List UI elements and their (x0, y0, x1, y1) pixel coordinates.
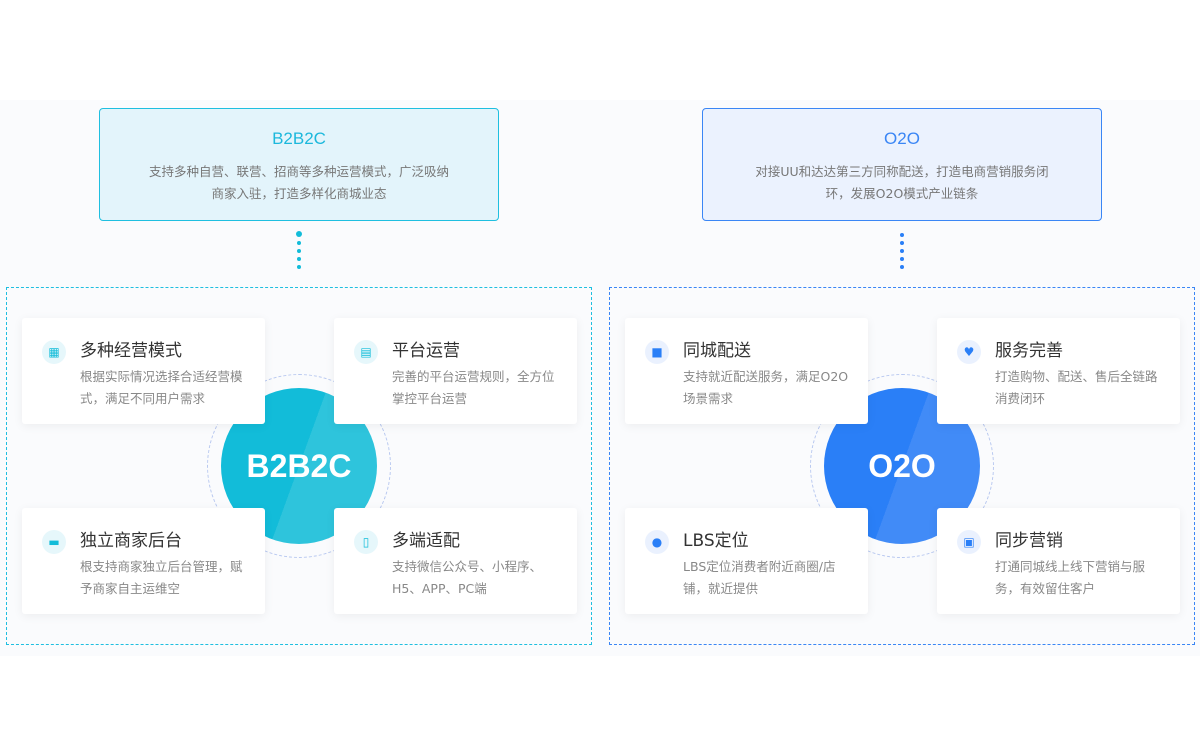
feature-title: 同城配送 (683, 341, 751, 361)
b2b2c-connector-dots (296, 231, 302, 273)
b2b2c-ring (207, 374, 391, 558)
store-icon: ▤ (354, 340, 378, 364)
feature-title: 独立商家后台 (80, 531, 182, 551)
heart-hand-icon: ♥ (957, 340, 981, 364)
feature-card: ▬ 独立商家后台 根支持商家独立后台管理，赋予商家自主运维空 (22, 508, 265, 614)
feature-title: 同步营销 (995, 531, 1063, 551)
feature-desc: 完善的平台运营规则，全方位掌控平台运营 (392, 369, 555, 406)
feature-desc: 打通同城线上线下营销与服务，有效留住客户 (995, 559, 1146, 596)
chart-board-icon: ▣ (957, 530, 981, 554)
truck-icon: ■ (645, 340, 669, 364)
location-pin-icon: ● (645, 530, 669, 554)
o2o-connector-dots (900, 233, 904, 273)
feature-card: ■ 同城配送 支持就近配送服务，满足O2O场景需求 (625, 318, 868, 424)
b2b2c-summary-box: B2B2C 支持多种自营、联营、招商等多种运营模式，广泛吸纳商家入驻，打造多样化… (99, 108, 499, 221)
feature-desc: 支持微信公众号、小程序、H5、APP、PC端 (392, 559, 543, 596)
feature-card: ▦ 多种经营模式 根据实际情况选择合适经营模式，满足不同用户需求 (22, 318, 265, 424)
mobile-icon: ▯ (354, 530, 378, 554)
feature-title: LBS定位 (683, 531, 749, 551)
feature-card: ● LBS定位 LBS定位消费者附近商圈/店铺，就近提供 (625, 508, 868, 614)
feature-desc: LBS定位消费者附近商圈/店铺，就近提供 (683, 559, 836, 596)
o2o-feature-panel (609, 287, 1195, 645)
b2b2c-desc: 支持多种自营、联营、招商等多种运营模式，广泛吸纳商家入驻，打造多样化商城业态 (148, 164, 449, 201)
o2o-ring (810, 374, 994, 558)
monitor-icon: ▬ (42, 530, 66, 554)
feature-desc: 支持就近配送服务，满足O2O场景需求 (683, 369, 849, 406)
layout-icon: ▦ (42, 340, 66, 364)
b2b2c-feature-panel (6, 287, 592, 645)
o2o-desc: 对接UU和达达第三方同称配送，打造电商营销服务闭环，发展O2O模式产业链条 (755, 164, 1049, 201)
b2b2c-title: B2B2C (272, 129, 326, 148)
feature-desc: 打造购物、配送、售后全链路消费闭环 (995, 369, 1158, 406)
feature-card: ♥ 服务完善 打造购物、配送、售后全链路消费闭环 (937, 318, 1180, 424)
feature-desc: 根据实际情况选择合适经营模式，满足不同用户需求 (80, 369, 243, 406)
feature-desc: 根支持商家独立后台管理，赋予商家自主运维空 (80, 559, 243, 596)
feature-title: 服务完善 (995, 341, 1063, 361)
feature-card: ▯ 多端适配 支持微信公众号、小程序、H5、APP、PC端 (334, 508, 577, 614)
feature-title: 多端适配 (392, 531, 460, 551)
feature-title: 平台运营 (392, 341, 460, 361)
feature-card: ▤ 平台运营 完善的平台运营规则，全方位掌控平台运营 (334, 318, 577, 424)
feature-card: ▣ 同步营销 打通同城线上线下营销与服务，有效留住客户 (937, 508, 1180, 614)
o2o-title: O2O (884, 129, 920, 148)
feature-title: 多种经营模式 (80, 341, 182, 361)
o2o-summary-box: O2O 对接UU和达达第三方同称配送，打造电商营销服务闭环，发展O2O模式产业链… (702, 108, 1102, 221)
